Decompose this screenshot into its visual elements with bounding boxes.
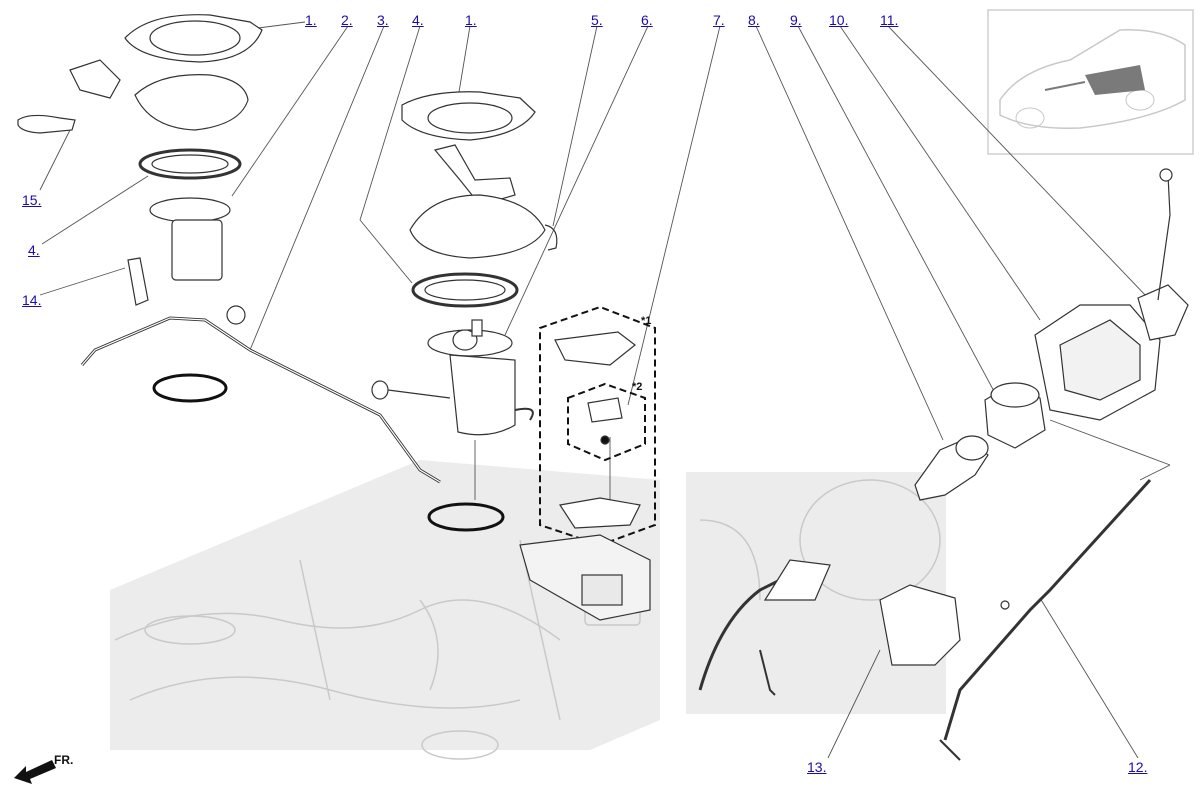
detail-group-parts: [519, 331, 651, 621]
callout-part-3[interactable]: 3.: [377, 12, 389, 28]
detail-group-2-outline: [567, 382, 646, 462]
callout-part-12[interactable]: 12.: [1128, 759, 1148, 775]
callout-part-6[interactable]: 6.: [641, 12, 653, 28]
center-part-stack: [371, 91, 558, 436]
fuel-door-actuator: [1137, 284, 1189, 341]
callout-part-13[interactable]: 13.: [807, 759, 827, 775]
front-direction-arrow-icon: FR.: [14, 753, 73, 784]
front-direction-label: FR.: [54, 753, 73, 767]
callout-part-1-center[interactable]: 1.: [465, 12, 477, 28]
callout-part-5[interactable]: 5.: [591, 12, 603, 28]
marker-star1: *1: [641, 315, 651, 327]
detail-group-1-outline: [539, 305, 656, 547]
callout-part-15[interactable]: 15.: [22, 192, 42, 208]
callout-part-7[interactable]: 7.: [713, 12, 725, 28]
callout-part-11[interactable]: 11.: [880, 12, 899, 28]
callout-part-8[interactable]: 8.: [748, 12, 760, 28]
callout-part-9[interactable]: 9.: [790, 12, 802, 28]
callout-part-14[interactable]: 14.: [22, 292, 42, 308]
callout-part-10[interactable]: 10.: [829, 12, 849, 28]
sender-cover-left: [134, 74, 249, 131]
vehicle-locator-inset: [987, 9, 1194, 155]
leader-lines: [39, 21, 1171, 759]
callout-part-4-top[interactable]: 4.: [412, 12, 424, 28]
filler-parts: [698, 168, 1189, 761]
fuel-pump-module: [449, 354, 516, 436]
fuel-tube: [80, 316, 441, 484]
splash-shield: [879, 584, 961, 666]
left-part-stack: [17, 14, 263, 325]
gasket-ring-left: [152, 373, 228, 403]
gasket-ring-center: [427, 502, 505, 532]
breather-tube: [943, 478, 1152, 741]
marker-star2: *2: [632, 381, 642, 393]
callout-part-2[interactable]: 2.: [341, 12, 353, 28]
callout-part-4-left[interactable]: 4.: [28, 242, 40, 258]
callout-part-1-top-left[interactable]: 1.: [305, 12, 317, 28]
vent-hose-left: [17, 114, 76, 134]
sender-cover-center: [409, 194, 546, 259]
